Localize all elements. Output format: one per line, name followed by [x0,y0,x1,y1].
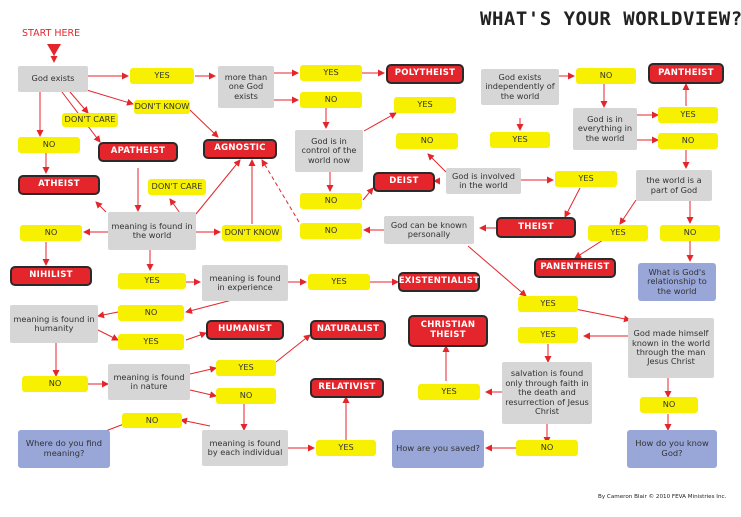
answer-yes[interactable]: YES [658,107,718,123]
answer-no[interactable]: NO [22,376,88,392]
answer-no[interactable]: NO [516,440,578,456]
answer-no[interactable]: NO [300,193,362,209]
credit-text: By Cameron Blair © 2010 FEVA Ministries … [598,494,727,500]
worldview-naturalist[interactable]: NATURALIST [310,320,386,340]
question-meaning-in-experience[interactable]: meaning is found in experience [202,265,288,301]
answer-yes[interactable]: YES [118,334,184,350]
question-meaning-in-humanity[interactable]: meaning is found in humanity [10,305,98,343]
question-god-in-control[interactable]: God is in control of the world now [295,130,363,172]
worldview-relativist[interactable]: RELATIVIST [310,378,384,398]
question-more-than-one-god[interactable]: more than one God exists [218,66,274,108]
worldview-humanist[interactable]: HUMANIST [206,320,284,340]
answer-no[interactable]: NO [640,397,698,413]
answer-yes[interactable]: YES [518,296,578,312]
answer-no[interactable]: NO [300,223,362,239]
answer-yes[interactable]: YES [130,68,194,84]
final-question-god-relationship[interactable]: What is God's relationship to the world [638,263,716,301]
answer-no[interactable]: NO [216,388,276,404]
worldview-apatheist[interactable]: APATHEIST [98,142,178,162]
answer-no[interactable]: NO [18,137,80,153]
answer-yes[interactable]: YES [555,171,617,187]
answer-dont-care[interactable]: DON'T CARE [62,113,118,127]
answer-yes[interactable]: YES [118,273,186,289]
worldview-nihilist[interactable]: NIHILIST [10,266,92,286]
answer-dont-know[interactable]: DON'T KNOW [222,225,282,241]
answer-yes[interactable]: YES [308,274,370,290]
worldview-polytheist[interactable]: POLYTHEIST [386,64,464,84]
answer-yes[interactable]: YES [588,225,648,241]
answer-no[interactable]: NO [660,225,720,241]
question-god-in-everything[interactable]: God is in everything in the world [573,108,637,150]
answer-yes[interactable]: YES [418,384,480,400]
answer-no[interactable]: NO [396,133,458,149]
worldview-atheist[interactable]: ATHEIST [18,175,100,195]
worldview-agnostic[interactable]: AGNOSTIC [203,139,277,159]
question-god-exists[interactable]: God exists [18,66,88,92]
question-world-part-of-god[interactable]: the world is a part of God [636,170,712,201]
answer-no[interactable]: NO [122,413,182,428]
start-here-label: START HERE [22,28,81,39]
question-god-involved[interactable]: God is involved in the world [446,168,521,194]
question-god-exists-independently[interactable]: God exists independently of the world [481,69,559,105]
final-question-find-meaning[interactable]: Where do you find meaning? [18,430,110,468]
answer-yes[interactable]: YES [490,132,550,148]
answer-no[interactable]: NO [658,133,718,149]
answer-yes[interactable]: YES [300,65,362,81]
question-meaning-in-nature[interactable]: meaning is found in nature [108,364,190,400]
question-god-made-himself-known[interactable]: God made himself known in the world thro… [628,318,714,378]
answer-no[interactable]: NO [20,225,82,241]
start-arrow-icon [47,44,61,56]
question-meaning-in-world[interactable]: meaning is found in the world [108,212,196,250]
answer-yes[interactable]: YES [216,360,276,376]
answer-yes[interactable]: YES [316,440,376,456]
answer-yes[interactable]: YES [518,327,578,343]
worldview-existentialist[interactable]: EXISTENTIALIST [398,272,480,292]
answer-yes[interactable]: YES [394,97,456,113]
final-question-how-saved[interactable]: How are you saved? [392,430,484,468]
answer-dont-know[interactable]: DON'T KNOW [134,100,190,114]
worldview-christian-theist[interactable]: CHRISTIAN THEIST [408,315,488,347]
question-salvation-through-faith[interactable]: salvation is found only through faith in… [502,362,592,424]
answer-dont-care[interactable]: DON'T CARE [148,179,206,195]
answer-no[interactable]: NO [300,92,362,108]
answer-no[interactable]: NO [576,68,636,84]
worldview-theist[interactable]: THEIST [496,217,576,238]
question-god-known-personally[interactable]: God can be known personally [384,216,474,244]
chart-title: WHAT'S YOUR WORLDVIEW? [480,8,741,30]
worldview-panentheist[interactable]: PANENTHEIST [534,258,616,278]
answer-no[interactable]: NO [118,305,184,321]
worldview-deist[interactable]: DEIST [373,172,435,192]
question-meaning-by-individual[interactable]: meaning is found by each individual [202,430,288,466]
worldview-pantheist[interactable]: PANTHEIST [648,63,724,84]
final-question-know-god[interactable]: How do you know God? [627,430,717,468]
